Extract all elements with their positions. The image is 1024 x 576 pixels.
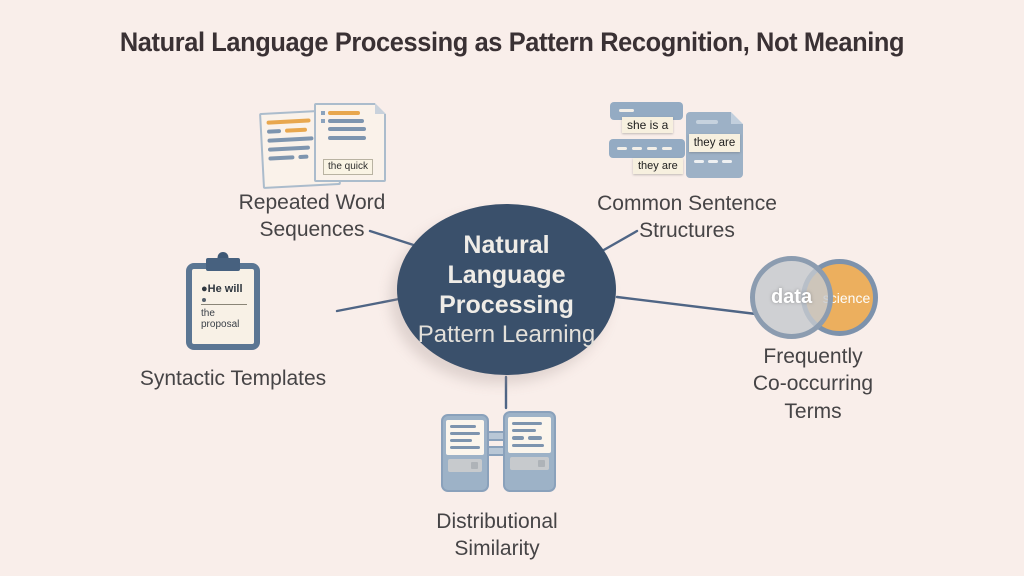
sentence-chip: she is a <box>622 117 674 133</box>
center-subtitle: Pattern Learning <box>417 320 596 348</box>
clipboard-text-line: the proposal <box>201 308 240 330</box>
doc-line <box>328 136 366 140</box>
device-screen <box>446 420 484 455</box>
clipboard-knob <box>217 252 229 263</box>
venn-left-circle: data <box>750 256 833 339</box>
label-frequently-cooccurring-terms: Frequently Co-occurring Terms <box>752 345 874 423</box>
document-device-icon <box>441 414 489 492</box>
device-screen <box>508 417 551 453</box>
sentence-bar-icon <box>610 102 683 120</box>
bar-dash <box>619 109 634 112</box>
bar-dash-row <box>694 160 732 163</box>
doc-text-chip: the quick <box>323 159 374 175</box>
device-tray <box>447 459 483 472</box>
clipboard-rule <box>201 304 247 305</box>
center-title-line: Language <box>447 260 566 289</box>
document-device-icon <box>503 411 556 492</box>
connector-right <box>615 295 758 316</box>
sentence-chip: they are <box>633 158 683 174</box>
doc-line <box>266 118 311 125</box>
center-title-line: Natural <box>463 230 550 259</box>
connector-left <box>335 297 401 313</box>
sentence-bar-icon <box>609 139 685 158</box>
sentence-chip: they are <box>689 134 740 152</box>
label-distributional-similarity: Distributional Similarity <box>436 510 558 561</box>
doc-line <box>328 127 366 131</box>
bar-dash <box>696 120 718 124</box>
clipboard-text-line: ●He will <box>201 283 243 295</box>
clipboard-icon: ●He will the proposal <box>186 252 260 350</box>
clipboard-paper: ●He will the proposal <box>192 269 254 344</box>
document-front-icon: the quick <box>314 103 386 182</box>
connector-top-right <box>600 229 639 253</box>
clipboard-dot <box>202 298 206 302</box>
clipboard-clip <box>206 258 240 271</box>
doc-line <box>267 145 311 152</box>
doc-line <box>267 136 314 143</box>
page-fold-corner <box>731 112 743 124</box>
center-node-nlp: Natural Language Processing Pattern Lear… <box>397 204 616 375</box>
doc-line <box>321 119 379 123</box>
label-syntactic-templates: Syntactic Templates <box>139 367 327 390</box>
page-title: Natural Language Processing as Pattern R… <box>119 27 905 57</box>
doc-line <box>321 111 379 115</box>
label-repeated-word-sequences: Repeated Word Sequences <box>238 191 386 242</box>
device-tray <box>510 457 549 470</box>
label-common-sentence-structures: Common Sentence Structures <box>597 192 777 243</box>
center-title-line: Processing <box>439 290 574 319</box>
page-fold-corner <box>375 103 386 114</box>
